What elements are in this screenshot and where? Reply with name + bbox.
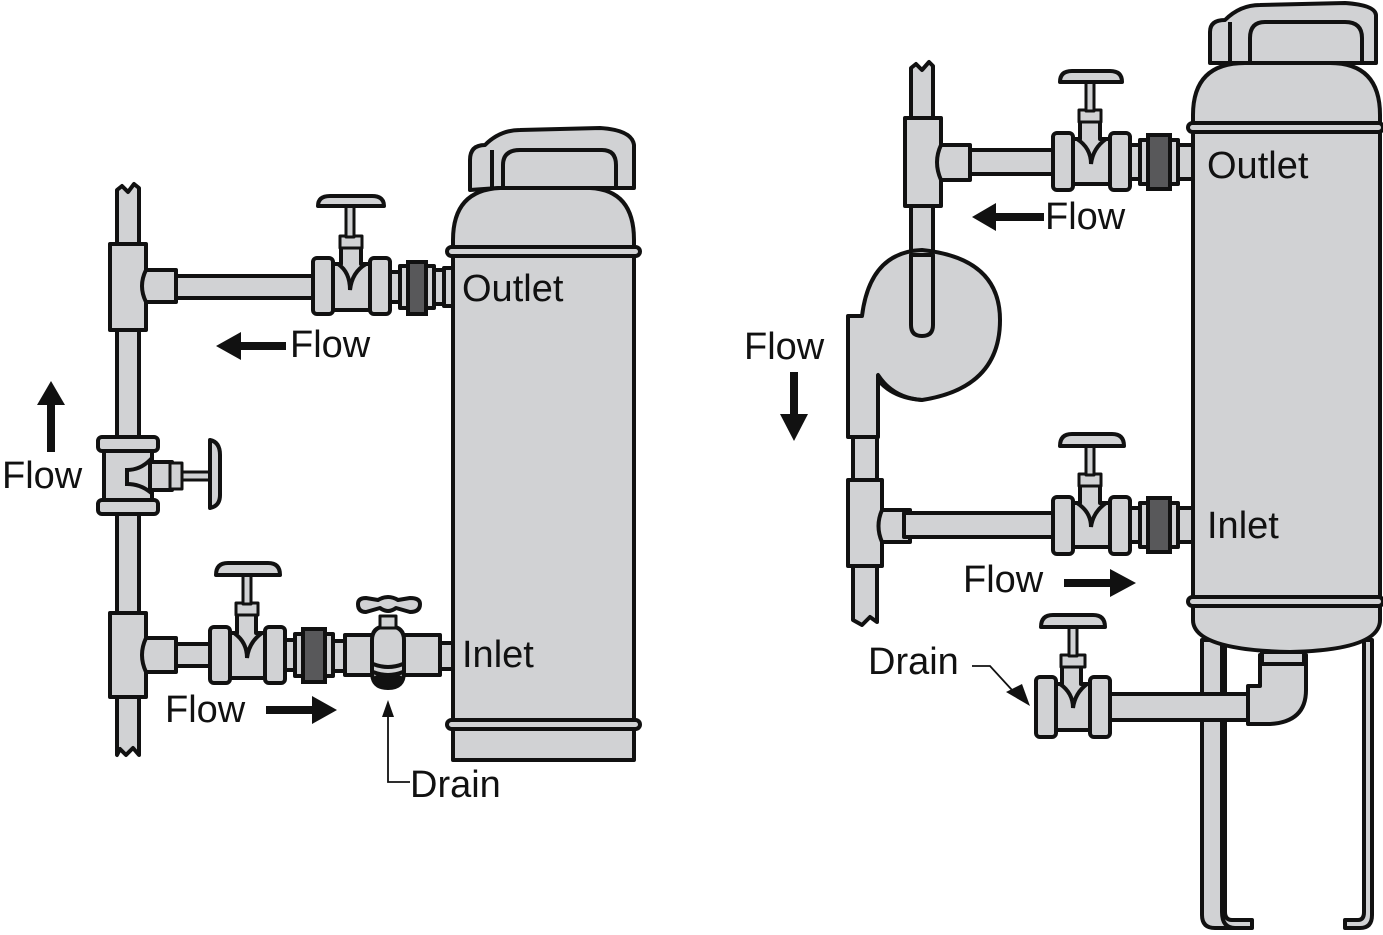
left-outlet-line (140, 194, 455, 316)
right-tank (1186, 1, 1383, 654)
left-outlet-label: Outlet (462, 268, 564, 310)
right-outlet-label: Outlet (1207, 145, 1309, 187)
right-outlet-line (935, 69, 1195, 192)
right-inlet-line (876, 432, 1195, 556)
left-flow-up-arrow-icon (37, 381, 65, 452)
right-drain-line (1034, 613, 1308, 739)
right-flow-top-label: Flow (1045, 196, 1126, 238)
left-flow-top-arrow-icon (216, 332, 286, 360)
left-inlet-valve (208, 561, 287, 685)
left-outlet-valve (311, 194, 392, 316)
right-inlet-label: Inlet (1207, 505, 1279, 547)
right-flow-bottom-label: Flow (963, 559, 1044, 601)
right-drain-valve (1034, 613, 1112, 739)
left-flow-right-arrow-icon (266, 696, 337, 724)
left-bypass-valve (96, 435, 222, 516)
left-inlet-label: Inlet (462, 634, 534, 676)
right-flow-loop-label: Flow (744, 326, 825, 368)
right-outlet-valve (1051, 69, 1132, 192)
left-drain-callout (387, 716, 410, 783)
right-installation (846, 1, 1383, 930)
right-inlet-valve (1051, 432, 1132, 556)
left-tank (445, 126, 642, 762)
right-drain-callout (972, 665, 1013, 691)
left-drain-label: Drain (410, 764, 501, 806)
right-flow-down-arrow-icon (780, 372, 808, 441)
right-drain-label: Drain (868, 641, 959, 683)
left-inlet-line (140, 561, 455, 690)
right-flow-left-arrow-icon (972, 203, 1044, 231)
left-flow-top-label: Flow (290, 324, 371, 366)
right-flow-right-arrow-icon (1064, 569, 1136, 597)
left-installation (96, 126, 642, 783)
right-supply-pipe (846, 60, 1002, 627)
left-flow-bottom-label: Flow (165, 689, 246, 731)
left-drain-valve (343, 595, 442, 690)
left-flow-bypass-label: Flow (2, 455, 83, 497)
